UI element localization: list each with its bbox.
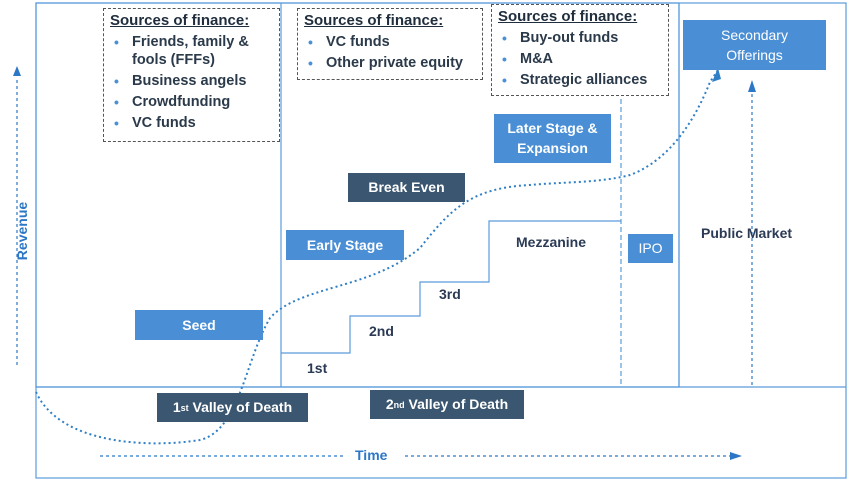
valley-first-num: 1	[172, 399, 181, 415]
sources-title: Sources of finance:	[498, 8, 638, 25]
funding-staircase	[281, 220, 621, 354]
round-first: 1st	[307, 360, 328, 376]
source-item: Business angels	[110, 71, 273, 92]
sources-box-early: Sources of finance: VC funds Other priva…	[297, 8, 483, 80]
stage-later-line1: Later Stage &	[507, 120, 598, 136]
valley-first-text: Valley of Death	[192, 399, 293, 415]
source-item: VC funds	[304, 32, 476, 53]
stage-break-even: Break Even	[348, 173, 465, 202]
stage-secondary-line1: Secondary	[721, 26, 788, 43]
stage-later: Later Stage & Expansion	[494, 114, 611, 163]
revenue-curve	[35, 69, 719, 445]
sources-title: Sources of finance:	[110, 12, 250, 29]
source-item: M&A	[498, 49, 662, 70]
sources-list: VC funds Other private equity	[304, 32, 476, 74]
round-second: 2nd	[369, 323, 394, 339]
valley-second-num: 2	[385, 396, 394, 412]
x-axis-label: Time	[355, 447, 388, 463]
curve-arrowhead	[712, 68, 721, 82]
source-item: fools (FFFs)	[132, 52, 215, 68]
stage-secondary-line2: Offerings	[726, 46, 783, 63]
public-market-arrowhead	[748, 80, 756, 92]
sources-list: Buy-out funds M&A Strategic alliances	[498, 28, 662, 91]
stage-ipo: IPO	[628, 234, 673, 263]
x-axis-arrowhead	[730, 452, 742, 460]
y-axis-label: Revenue	[14, 201, 30, 261]
stage-secondary: Secondary Offerings	[683, 20, 826, 70]
stage-seed: Seed	[135, 310, 263, 340]
source-item: Buy-out funds	[498, 28, 662, 49]
y-axis-arrowhead	[13, 66, 21, 76]
sources-title: Sources of finance:	[304, 12, 444, 29]
source-item: Crowdfunding	[110, 92, 273, 113]
source-item: Strategic alliances	[498, 70, 662, 91]
sources-box-later: Sources of finance: Buy-out funds M&A St…	[491, 4, 669, 96]
stage-mezzanine: Mezzanine	[516, 234, 587, 250]
stage-public-market: Public Market	[701, 225, 793, 241]
valley-second-text: Valley of Death	[408, 396, 509, 412]
stage-early: Early Stage	[286, 230, 404, 260]
source-item: Friends, family &	[110, 32, 273, 53]
sources-box-seed: Sources of finance: Friends, family & fo…	[103, 8, 280, 142]
round-third: 3rd	[439, 286, 461, 302]
source-item: VC funds	[110, 113, 273, 134]
stage-later-line2: Expansion	[517, 140, 588, 156]
source-item: Other private equity	[304, 53, 476, 74]
sources-list: Friends, family & fools (FFFs) Business …	[110, 32, 273, 134]
